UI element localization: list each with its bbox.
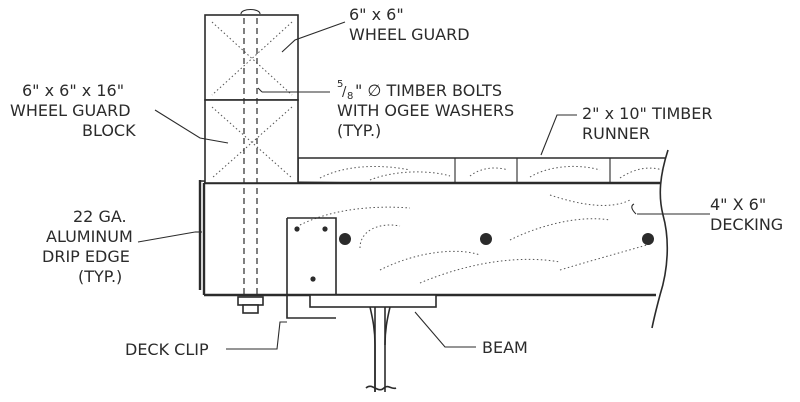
label-block-size: 6" x 6" x 16" — [22, 81, 124, 100]
label-ogee-washers: WITH OGEE WASHERS — [337, 101, 514, 120]
label-wheel-guard: WHEEL GUARD — [349, 25, 470, 44]
label-timber-bolts: " ∅ TIMBER BOLTS — [355, 81, 502, 100]
label-bolt-fraction-den: 8 — [347, 91, 353, 102]
label-decking-size: 4" X 6" — [710, 195, 766, 214]
label-beam: BEAM — [482, 338, 528, 357]
timber-runner — [297, 157, 666, 183]
deck-bolt-head-1 — [339, 233, 351, 245]
label-drip-typ: (TYP.) — [78, 267, 122, 286]
annotation-labels: 6" x 6" WHEEL GUARD 6" x 6" x 16" WHEEL … — [10, 5, 783, 359]
label-block: BLOCK — [82, 121, 136, 140]
wheel-guard — [204, 14, 299, 184]
label-decking: DECKING — [710, 215, 783, 234]
label-drip-edge: DRIP EDGE — [42, 247, 130, 266]
label-block-wheel-guard: WHEEL GUARD — [10, 101, 131, 120]
label-runner-size: 2" x 10" TIMBER — [582, 104, 712, 123]
deck-clip — [286, 217, 337, 319]
label-runner: RUNNER — [582, 124, 650, 143]
label-bolt-fraction-bar: / — [342, 85, 347, 100]
timber-bolt — [237, 8, 264, 314]
label-wheel-guard-size: 6" x 6" — [349, 5, 404, 24]
deck-bolt-head-3 — [642, 233, 654, 245]
label-drip-aluminum: ALUMINUM — [46, 227, 133, 246]
label-deck-clip: DECK CLIP — [125, 340, 209, 359]
beam — [309, 294, 437, 392]
leaders — [137, 21, 710, 350]
decking — [202, 149, 669, 329]
deck-bolt-head-2 — [480, 233, 492, 245]
label-drip-gauge: 22 GA. — [73, 207, 127, 226]
label-bolt-fraction-num: 5 — [337, 79, 343, 90]
label-bolts-typ: (TYP.) — [337, 121, 381, 140]
